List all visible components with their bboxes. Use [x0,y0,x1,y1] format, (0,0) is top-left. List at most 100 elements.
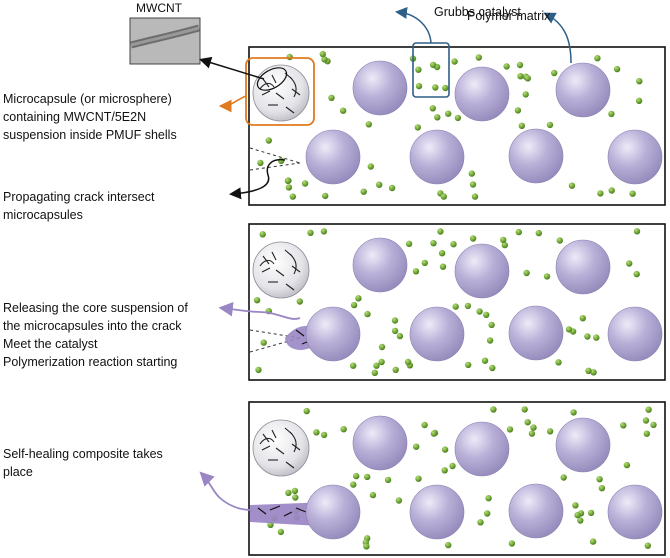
microcapsule [352,60,408,116]
catalyst-particle [414,124,421,131]
catalyst-particle [613,65,621,73]
catalyst-particle [313,429,320,436]
catalyst-particle [642,417,650,424]
catalyst-particle [277,528,285,536]
catalyst-particle [629,190,636,197]
catalyst-particle [260,339,267,346]
microcapsule [409,484,465,540]
mwcnt-strand [295,507,307,513]
catalyst-particle [587,509,595,517]
catalyst-particle [350,362,357,369]
catalyst-particle [430,430,438,437]
catalyst-particle [439,263,447,270]
catalyst-particle [465,361,472,369]
catalyst-particle [556,237,563,244]
catalyst-particle [560,474,567,481]
catalyst-particle [522,91,529,98]
catalyst-particle [437,228,444,235]
microcapsule [305,484,361,540]
microcapsule-label-line3: suspension inside PMUF shells [3,128,177,142]
catalyst-particle [432,84,439,91]
catalyst-particle [546,428,554,435]
catalyst-particle [469,181,477,188]
catalyst-particle [430,240,437,247]
catalyst-particle [286,53,293,61]
catalyst-particle [645,406,652,413]
catalyst-particle [546,121,554,129]
catalyst-particle [320,228,328,235]
catalyst-particle [369,491,377,499]
catalyst-particle [543,273,551,280]
catalyst-particle [484,510,491,517]
arrow-to-mwcnt [199,56,265,80]
mwcnt-filled-microcapsule [252,64,310,122]
catalyst-particle [307,229,314,236]
catalyst-particle [253,297,261,304]
mwcnt-strand [262,255,270,265]
mwcnt-strand [261,267,271,273]
mwcnt-strand [261,445,271,451]
grubbs-catalyst-label: Grubbs catalyst [434,5,521,19]
mwcnt-strand [271,74,277,84]
mwcnt-filled-microcapsule [252,241,310,299]
mwcnt-strand [295,329,305,337]
polymer-matrix-label-visible: Polymer matrix [467,9,551,23]
catalyst-particle [441,446,449,453]
catalyst-particle [503,63,510,70]
microcapsule [508,128,564,184]
catalyst-particle [367,163,374,170]
microcapsule-label-line1: Microcapsule (or microsphere) [3,92,172,106]
microcapsule [454,243,510,299]
catalyst-particle [364,473,371,481]
microcapsule [607,306,663,362]
catalyst-particle [516,61,524,69]
catalyst-particle [378,358,385,366]
catalyst-particle [626,260,633,267]
catalyst-particle [568,182,576,189]
catalyst-particle [483,311,490,318]
catalyst-particle [388,184,396,192]
mwcnt-strand [275,269,285,277]
catalyst-particle [289,193,296,200]
mwcnt-strand [271,429,277,439]
mwcnt-strand [259,437,275,445]
catalyst-particle [415,66,422,73]
catalyst-particle [593,334,600,341]
catalyst-particle [440,193,447,200]
microcapsule [305,129,361,185]
catalyst-particle [620,422,627,429]
catalyst-particle [415,475,422,482]
catalyst-particle [643,430,650,437]
catalyst-particle [521,406,528,413]
mwcnt-micrograph [129,17,201,65]
catalyst-particle [291,487,299,495]
composite-panel-1 [248,46,666,206]
catalyst-particle [322,192,329,200]
arrow-healing [199,471,253,511]
catalyst-particle [636,78,643,85]
mwcnt-strand [261,90,271,96]
crack-label-line1: Propagating crack intersect [3,190,155,204]
catalyst-particle [350,301,358,309]
catalyst-particle [584,333,591,340]
catalyst-particle [353,472,360,480]
catalyst-particle [650,421,657,429]
microcapsule [305,306,361,362]
mwcnt-strand [285,106,295,114]
catalyst-particle [278,157,285,164]
catalyst-particle [475,54,482,61]
catalyst-particle [321,56,328,63]
catalyst-particle [524,75,531,82]
mwcnt-strand [262,433,270,443]
mwcnt-strand [257,507,267,515]
catalyst-particle [445,541,452,549]
catalyst-particle [328,94,335,102]
mwcnt-strand [262,78,270,88]
release-label-line4: Polymerization reaction starting [3,355,177,369]
microcapsule [555,239,611,295]
catalyst-particle [365,121,372,128]
catalyst-particle [265,137,272,144]
catalyst-particle [514,107,522,114]
catalyst-particle [339,107,347,114]
